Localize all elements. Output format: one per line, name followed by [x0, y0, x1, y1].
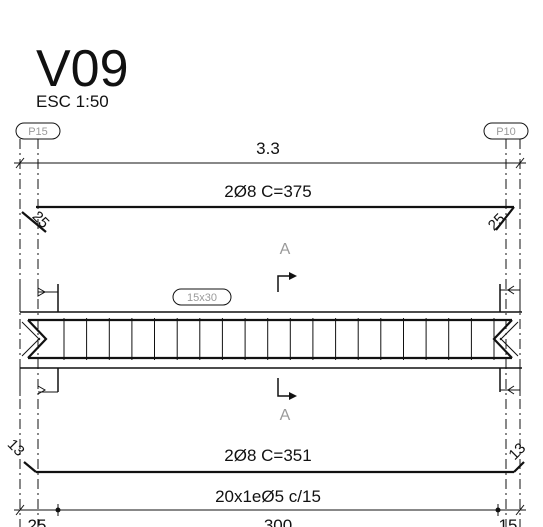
bottom-rebar-label: 2Ø8 C=351 — [224, 446, 311, 465]
column-tag-left-label: P15 — [28, 126, 48, 138]
dimension-middle: 300 — [264, 516, 292, 527]
beam-rebar — [21, 318, 519, 360]
column-tag-right-label: P10 — [496, 126, 516, 138]
bottom-rebar-left-hook: 13 — [4, 436, 28, 460]
section-arrow-bottom-icon — [289, 392, 297, 400]
column-tag-left: P15 — [15, 122, 61, 140]
beam-outline — [19, 284, 522, 396]
section-cut-bottom: A — [277, 378, 297, 424]
section-cut-top: A — [277, 241, 297, 292]
stirrups — [63, 318, 495, 360]
section-arrow-top-icon — [289, 272, 297, 280]
dimension-right: 15 — [499, 516, 518, 527]
beam-section-tag: 15x30 — [172, 288, 232, 306]
bottom-rebar: 13 13 2Ø8 C=351 — [4, 436, 529, 474]
beam-section-label: 15x30 — [187, 292, 217, 304]
bottom-rebar-right-hook: 13 — [505, 440, 529, 464]
top-rebar: 2Ø8 C=375 25 25 — [21, 182, 515, 234]
section-cut-bottom-label: A — [280, 407, 291, 424]
column-tag-right: P10 — [483, 122, 529, 140]
span-dimension: 3.3 — [14, 139, 526, 169]
bottom-dimension: 25 300 15 — [14, 504, 526, 527]
section-cut-top-label: A — [280, 241, 291, 258]
top-rebar-left-hook: 25 — [29, 208, 53, 232]
top-rebar-label: 2Ø8 C=375 — [224, 182, 311, 201]
scale-label: ESC 1:50 — [36, 92, 109, 111]
top-rebar-right-hook: 25 — [485, 210, 509, 234]
span-label: 3.3 — [256, 139, 280, 158]
dimension-left: 25 — [28, 516, 47, 527]
beam-title: V09 — [36, 40, 129, 98]
stirrup-spec-label: 20x1eØ5 c/15 — [215, 487, 321, 506]
